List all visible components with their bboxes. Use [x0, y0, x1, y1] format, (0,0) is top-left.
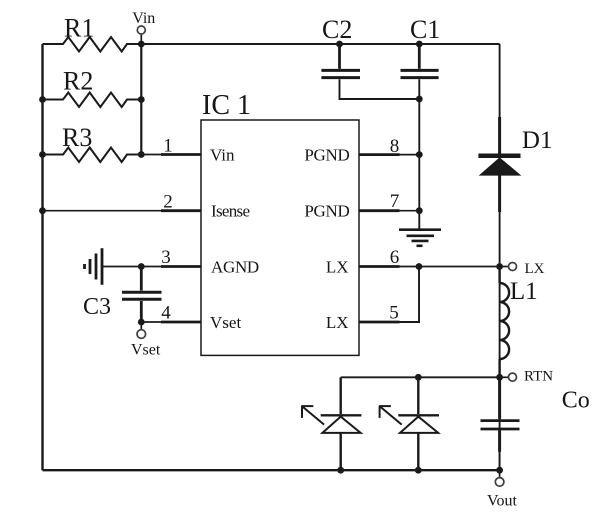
svg-text:C1: C1 — [410, 15, 440, 44]
svg-text:2: 2 — [163, 192, 173, 213]
svg-text:Vin: Vin — [210, 145, 235, 164]
svg-text:IC 1: IC 1 — [202, 90, 251, 121]
svg-text:C3: C3 — [83, 294, 111, 320]
svg-text:R2: R2 — [63, 67, 93, 96]
svg-text:1: 1 — [163, 136, 173, 157]
svg-text:PGND: PGND — [304, 145, 349, 164]
svg-text:RTN: RTN — [524, 368, 553, 384]
svg-text:Co: Co — [562, 388, 590, 414]
svg-text:3: 3 — [161, 247, 171, 268]
svg-text:LX: LX — [326, 257, 349, 276]
svg-text:C2: C2 — [322, 15, 352, 44]
svg-text:8: 8 — [390, 136, 400, 157]
svg-text:R3: R3 — [62, 123, 92, 152]
svg-text:AGND: AGND — [211, 257, 259, 276]
svg-text:7: 7 — [390, 191, 400, 212]
svg-text:5: 5 — [389, 303, 399, 324]
svg-text:L1: L1 — [510, 278, 538, 305]
svg-text:Isense: Isense — [211, 202, 249, 221]
svg-text:LX: LX — [326, 313, 349, 332]
svg-text:Vset: Vset — [210, 313, 241, 332]
svg-text:Vset: Vset — [131, 342, 161, 359]
svg-text:R1: R1 — [64, 14, 94, 43]
svg-text:D1: D1 — [522, 127, 553, 154]
svg-text:Vin: Vin — [132, 10, 155, 27]
svg-text:PGND: PGND — [304, 202, 349, 221]
svg-text:Vout: Vout — [487, 493, 517, 510]
svg-text:LX: LX — [525, 261, 545, 277]
svg-text:4: 4 — [161, 303, 171, 324]
svg-text:6: 6 — [390, 247, 400, 268]
